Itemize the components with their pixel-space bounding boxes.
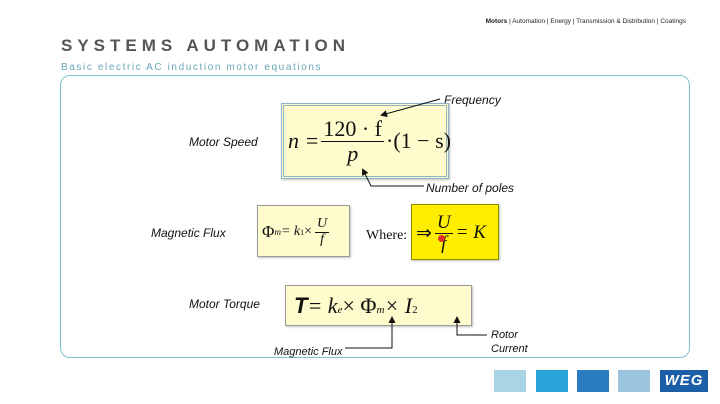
frequency-arrow [380, 98, 441, 118]
motor-torque-label: Motor Torque [189, 297, 260, 311]
torque-phi-sub: m [376, 304, 385, 316]
nav-motors-link[interactable]: Motors [485, 18, 508, 25]
torque-current: × I [384, 293, 413, 318]
torque-ke: = k [307, 293, 338, 318]
footer-square-2 [536, 370, 568, 392]
footer-square-4 [618, 370, 650, 392]
motor-speed-equation: n = 120 · f p ·(1 − s) [288, 116, 451, 166]
flux-denominator: f [320, 231, 325, 247]
flux-fraction: U f [315, 215, 330, 247]
rotor-annotation: Rotor [491, 329, 518, 341]
magnetic-flux-annotation: Magnetic Flux [274, 346, 343, 358]
frequency-annotation: Frequency [444, 93, 501, 107]
ratio-rhs: = K [455, 222, 486, 243]
page-title: SYSTEMS AUTOMATION [61, 36, 350, 55]
cursor-dot-icon [438, 235, 445, 242]
flux-phi-sub: m [274, 227, 281, 237]
page-subtitle: Basic electric AC induction motor equati… [61, 62, 323, 73]
flux-k: = k [280, 224, 301, 239]
torque-t: T [294, 293, 308, 318]
torque-current-sub: 2 [412, 304, 418, 316]
footer-square-1 [494, 370, 526, 392]
implies-symbol: ⇒ [416, 222, 432, 244]
top-nav: Motors | Automation | Energy | Transmiss… [486, 18, 686, 25]
flux-times: × [304, 224, 313, 239]
speed-rhs: ·(1 − s) [386, 128, 451, 153]
speed-denominator: p [347, 140, 359, 166]
magnetic-flux-label: Magnetic Flux [151, 226, 226, 240]
torque-phi: × Φ [342, 293, 377, 318]
where-label: Where: [366, 228, 408, 243]
speed-fraction: 120 · f p [321, 116, 385, 166]
flux-arrow [345, 316, 396, 349]
nav-other-links[interactable]: | Automation | Energy | Transmission & D… [507, 18, 686, 25]
ratio-equation: ⇒ U f = K [416, 209, 486, 257]
speed-numerator: 120 · f [321, 116, 385, 142]
flux-numerator: U [315, 215, 330, 233]
ratio-denominator: f [441, 232, 447, 254]
footer-square-3 [577, 370, 609, 392]
motor-speed-label: Motor Speed [189, 135, 258, 149]
ratio-equation-box: ⇒ U f = K [411, 204, 499, 260]
current-annotation: Current [491, 343, 528, 355]
number-of-poles-annotation: Number of poles [426, 181, 515, 195]
speed-lhs: n = [288, 128, 320, 153]
flux-k-sub: 1 [300, 227, 305, 237]
rotor-current-arrow [453, 316, 487, 336]
ratio-numerator: U [434, 211, 453, 234]
ratio-fraction: U f [434, 211, 453, 254]
motor-speed-equation-box: n = 120 · f p ·(1 − s) [281, 103, 451, 179]
torque-ke-sub: e [337, 304, 343, 316]
poles-arrow [362, 168, 424, 187]
weg-logo: WEG [660, 370, 708, 392]
flux-phi: Φ [262, 222, 275, 241]
